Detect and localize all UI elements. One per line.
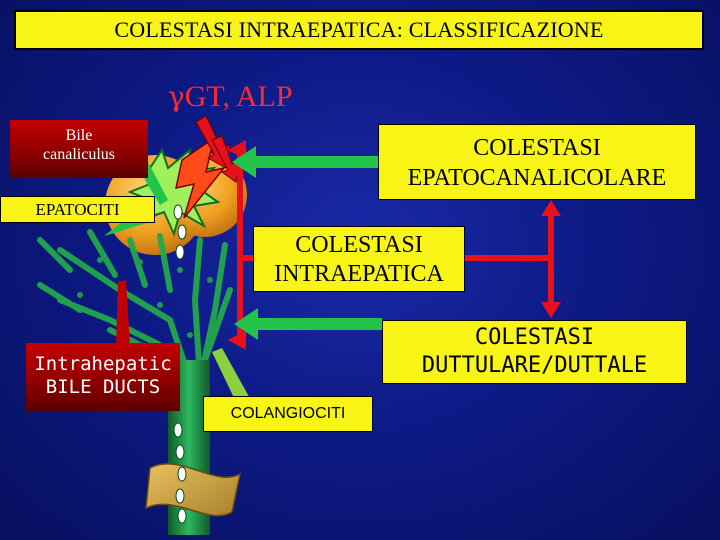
box-duttulare-line2: DUTTULARE/DUTTALE xyxy=(421,353,648,378)
bile-canaliculus-line1: Bile xyxy=(65,127,93,144)
box-colestasi-duttulare: COLESTASI DUTTULARE/DUTTALE xyxy=(382,320,687,384)
bile-droplets xyxy=(173,204,187,524)
duct-tree-dots xyxy=(77,257,213,338)
bracket-arrow-bottom xyxy=(228,330,246,350)
box-intra-line2: INTRAEPATICA xyxy=(274,261,444,287)
label-epatociti: EPATOCITI xyxy=(0,196,155,223)
red-arrows-top xyxy=(195,115,241,183)
slide-title: COLESTASI INTRAEPATICA: CLASSIFICAZIONE xyxy=(14,10,704,50)
bile-ducts-line2: BILE DUCTS xyxy=(45,376,161,398)
callout-pointer-colangiociti xyxy=(212,348,252,402)
label-bile-canaliculus: Bile canaliculus xyxy=(10,120,148,178)
box-duttulare-line1: COLESTASI xyxy=(474,325,595,350)
callout-pointer-ducts xyxy=(116,280,130,346)
bracket-arrow-top xyxy=(228,140,246,160)
ribbon xyxy=(145,463,242,517)
right-bracket-arrow-down xyxy=(541,302,561,318)
box-epatocan-line2: EPATOCANALICOLARE xyxy=(407,165,667,191)
subtitle-ggt-alp: γGT, ALP xyxy=(168,80,293,114)
box-colestasi-intraepatica: COLESTASI INTRAEPATICA xyxy=(253,226,465,292)
box-colestasi-epatocanalicolare: COLESTASI EPATOCANALICOLARE xyxy=(378,124,696,200)
arrow-epatocanalicolare xyxy=(232,146,378,178)
box-intra-line1: COLESTASI xyxy=(295,232,423,258)
arrow-duttulare xyxy=(234,308,382,340)
right-bracket xyxy=(465,212,554,306)
subtitle-rest: GT, ALP xyxy=(184,80,293,113)
right-bracket-arrow-up xyxy=(541,200,561,216)
bile-canaliculus-line2: canaliculus xyxy=(43,146,115,163)
gamma-symbol: γ xyxy=(168,80,185,113)
label-colangiociti: COLANGIOCITI xyxy=(203,396,373,432)
box-epatocan-line1: COLESTASI xyxy=(473,135,601,161)
label-bile-ducts: Intrahepatic BILE DUCTS xyxy=(26,343,180,411)
bile-ducts-line1: Intrahepatic xyxy=(34,353,172,375)
